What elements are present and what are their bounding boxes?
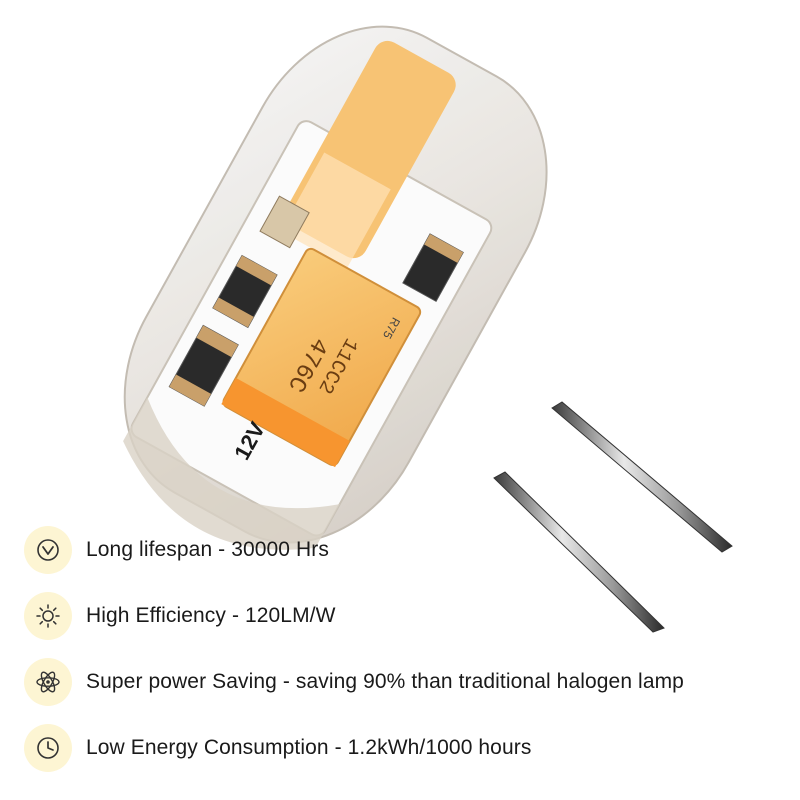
feature-power-saving: Super power Saving - saving 90% than tra… <box>24 656 794 708</box>
feature-energy-consumption: Low Energy Consumption - 1.2kWh/1000 hou… <box>24 722 794 774</box>
feature-text: High Efficiency - 120LM/W <box>86 604 336 627</box>
feature-efficiency: High Efficiency - 120LM/W <box>24 590 794 642</box>
capacitor-chip: 476C 11CC2 <box>221 247 422 468</box>
clock-icon <box>24 724 72 772</box>
checkmark-circle-icon <box>24 526 72 574</box>
atom-icon <box>24 658 72 706</box>
feature-text: Low Energy Consumption - 1.2kWh/1000 hou… <box>86 736 532 759</box>
sun-icon <box>24 592 72 640</box>
feature-text: Super power Saving - saving 90% than tra… <box>86 670 684 693</box>
feature-lifespan: Long lifespan - 30000 Hrs <box>24 524 794 576</box>
bulb-pins <box>493 401 733 633</box>
bulb-body: 476C 11CC2 R75 12V <box>123 25 548 550</box>
feature-text: Long lifespan - 30000 Hrs <box>86 538 329 561</box>
